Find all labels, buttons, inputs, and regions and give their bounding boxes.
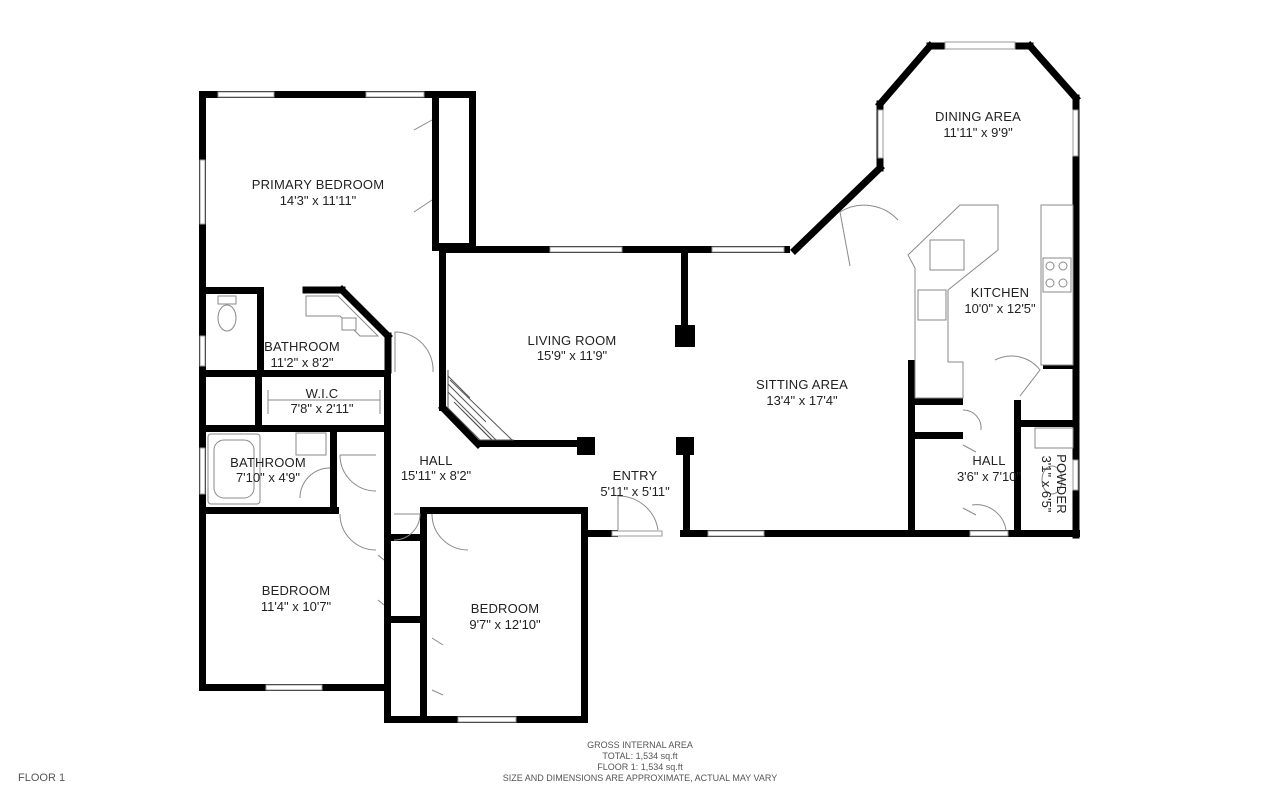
area-footer: GROSS INTERNAL AREA TOTAL: 1,534 sq.ft F… (440, 740, 840, 784)
room-dim-bathroom-2: 7'10" x 4'9" (236, 470, 300, 485)
room-name-entry: ENTRY (613, 468, 658, 483)
footer-floor-1: FLOOR 1: 1,534 sq.ft (597, 762, 683, 772)
room-dim-kitchen: 10'0" x 12'5" (964, 301, 1036, 316)
room-name-sitting-area: SITTING AREA (756, 377, 848, 392)
room-name-powder: POWDER (1054, 454, 1069, 514)
room-dim-wic: 7'8" x 2'11" (290, 401, 353, 416)
room-name-bedroom-2: BEDROOM (471, 601, 540, 616)
room-dim-bedroom-1: 11'4" x 10'7" (261, 599, 332, 614)
footer-disclaimer: SIZE AND DIMENSIONS ARE APPROXIMATE, ACT… (502, 773, 778, 783)
fixtures (207, 204, 1074, 505)
footer-gross-internal-area: GROSS INTERNAL AREA (587, 740, 693, 750)
room-name-dining-area: DINING AREA (935, 109, 1021, 124)
room-dim-bathroom-1: 11'2" x 8'2" (270, 355, 333, 370)
stairs (447, 370, 514, 441)
room-name-hall-small: HALL (972, 453, 1005, 468)
room-dim-living-room: 15'9" x 11'9" (537, 348, 608, 363)
room-dim-primary-bedroom: 14'3" x 11'11" (280, 193, 357, 208)
room-name-bathroom-1: BATHROOM (264, 339, 340, 354)
room-name-wic: W.I.C (306, 386, 339, 401)
room-dim-powder: 3'1" x 6'5" (1039, 456, 1054, 513)
room-name-bedroom-1: BEDROOM (262, 583, 331, 598)
room-name-kitchen: KITCHEN (971, 285, 1029, 300)
footer-total: TOTAL: 1,534 sq.ft (602, 751, 678, 761)
room-dim-hall-main: 15'11" x 8'2" (401, 468, 472, 483)
floor-label: FLOOR 1 (18, 772, 66, 784)
room-dim-entry: 5'11" x 5'11" (600, 484, 670, 499)
room-labels: PRIMARY BEDROOM 14'3" x 11'11" BATHROOM … (230, 109, 1069, 632)
windows (199, 41, 1079, 723)
room-dim-sitting-area: 13'4" x 17'4" (766, 393, 838, 408)
doors (299, 119, 1041, 696)
room-dim-bedroom-2: 9'7" x 12'10" (469, 617, 541, 632)
room-name-primary-bedroom: PRIMARY BEDROOM (252, 177, 385, 192)
room-dim-hall-small: 3'6" x 7'10" (957, 469, 1021, 484)
room-dim-dining-area: 11'11" x 9'9" (943, 125, 1013, 140)
room-name-hall-main: HALL (419, 453, 452, 468)
room-name-bathroom-2: BATHROOM (230, 455, 306, 470)
room-name-living-room: LIVING ROOM (528, 333, 617, 348)
